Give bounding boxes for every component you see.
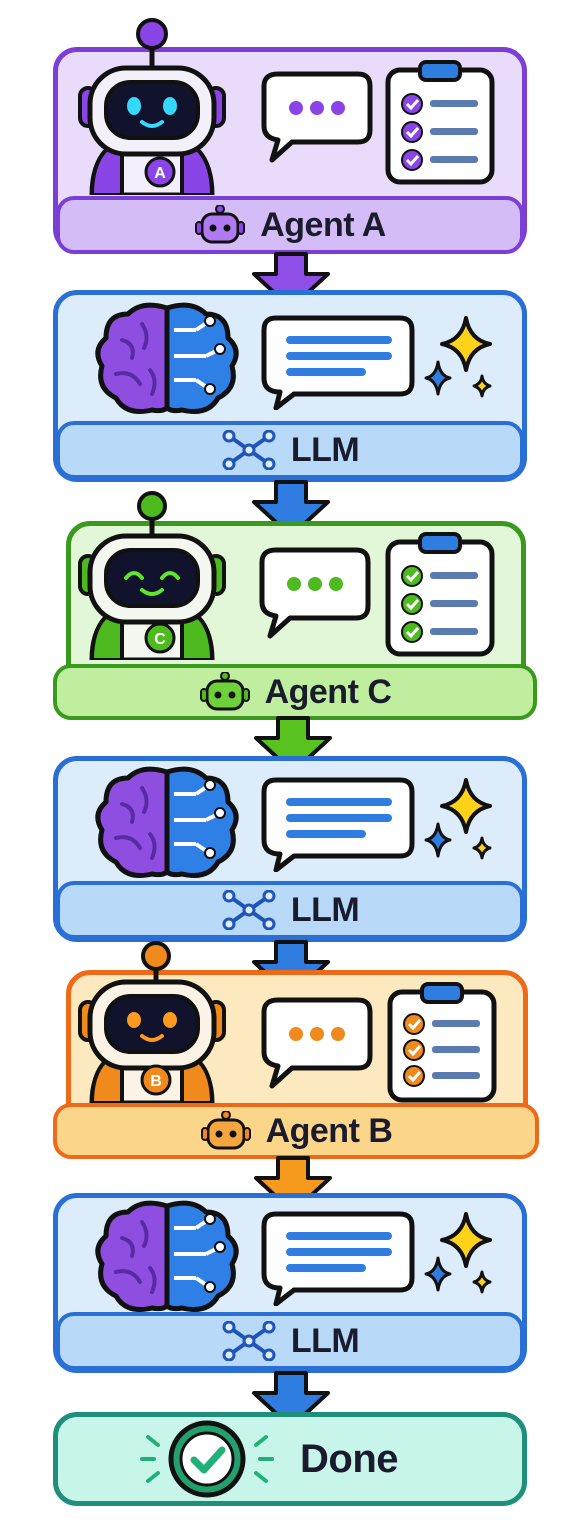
agent-b-label-bar: Agent B	[53, 1103, 539, 1159]
done-label: Done	[300, 1436, 399, 1481]
flow-arrow	[254, 716, 332, 774]
robot-b-icon: B	[78, 941, 226, 1103]
clipboard-checklist-icon	[387, 982, 497, 1103]
chat-bubble-icon	[261, 71, 373, 163]
flow-arrow	[252, 480, 330, 538]
chat-bubble-icon	[261, 997, 373, 1089]
done-card: Done	[53, 1412, 527, 1506]
robot-head-icon	[199, 672, 250, 711]
robot-head-icon	[200, 1111, 251, 1150]
agent-c-label-bar: Agent C	[53, 664, 537, 720]
text-message-icon	[261, 315, 415, 410]
sparkle-icon	[424, 316, 492, 398]
chat-bubble-icon	[259, 547, 371, 639]
llm-label-bar: LLM	[56, 1312, 524, 1370]
llm-label: LLM	[290, 890, 360, 929]
robot-a-icon: A	[78, 18, 226, 195]
brain-icon	[95, 766, 239, 878]
agent-a-label: Agent A	[260, 205, 386, 244]
agent-b-label: Agent B	[265, 1111, 393, 1150]
network-nodes-icon	[222, 430, 276, 470]
agent-a-badge: A	[154, 165, 166, 182]
llm-label: LLM	[290, 1321, 360, 1360]
llm-label: LLM	[290, 430, 360, 469]
llm-label-bar: LLM	[56, 421, 524, 479]
agent-b-badge: B	[150, 1073, 162, 1090]
text-message-icon	[261, 777, 415, 872]
text-message-icon	[261, 1211, 415, 1306]
check-circle-icon	[140, 1420, 274, 1498]
sparkle-icon	[424, 778, 492, 860]
llm-label-bar: LLM	[56, 881, 524, 939]
flow-arrow	[252, 1371, 330, 1429]
network-nodes-icon	[222, 890, 276, 930]
clipboard-checklist-icon	[385, 532, 495, 657]
clipboard-checklist-icon	[385, 60, 495, 185]
brain-icon	[95, 1200, 239, 1312]
robot-head-icon	[195, 205, 246, 244]
brain-icon	[95, 302, 239, 414]
network-nodes-icon	[222, 1321, 276, 1361]
sparkle-icon	[424, 1212, 492, 1294]
agent-a-label-bar: Agent A	[56, 196, 524, 254]
agent-c-badge: C	[154, 631, 166, 648]
agent-c-label: Agent C	[264, 672, 392, 711]
robot-c-icon: C	[78, 491, 226, 660]
